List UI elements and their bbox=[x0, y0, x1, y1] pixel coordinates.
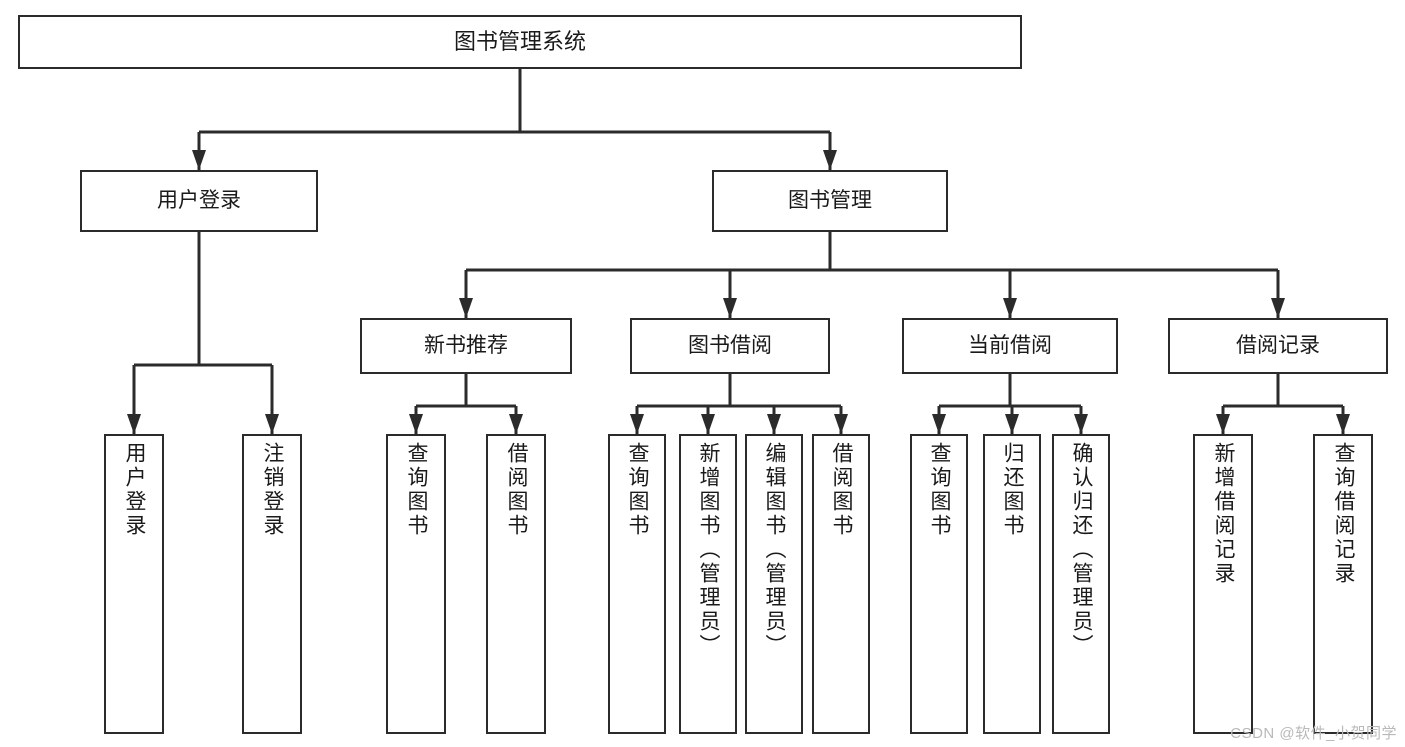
node-bookmgmt[interactable]: 图书管理 bbox=[712, 170, 948, 232]
node-label: 查询图书 bbox=[928, 442, 952, 538]
arrowhead-icon bbox=[723, 298, 737, 318]
node-label: 图书借阅 bbox=[688, 333, 772, 357]
arrowhead-icon bbox=[192, 150, 206, 170]
node-label: 归还图书 bbox=[1001, 442, 1025, 538]
node-leaf-new-2[interactable]: 借阅图书 bbox=[486, 434, 546, 734]
node-borrow[interactable]: 图书借阅 bbox=[630, 318, 830, 374]
arrowhead-icon bbox=[1271, 298, 1285, 318]
node-leaf-cur-2[interactable]: 归还图书 bbox=[983, 434, 1041, 734]
node-leaf-bor-1[interactable]: 查询图书 bbox=[608, 434, 666, 734]
arrowhead-icon bbox=[409, 414, 423, 434]
node-label: 借阅图书 bbox=[830, 442, 854, 538]
node-leaf-bor-4[interactable]: 借阅图书 bbox=[812, 434, 870, 734]
node-leaf-login-2[interactable]: 注销登录 bbox=[242, 434, 302, 734]
node-leaf-rec-1[interactable]: 新增借阅记录 bbox=[1193, 434, 1253, 734]
arrowhead-icon bbox=[459, 298, 473, 318]
node-newbook[interactable]: 新书推荐 bbox=[360, 318, 572, 374]
arrowhead-icon bbox=[1216, 414, 1230, 434]
node-label: 编辑图书（管理员） bbox=[763, 442, 787, 658]
node-label: 借阅记录 bbox=[1236, 333, 1320, 357]
node-label: 用户登录 bbox=[123, 442, 147, 538]
arrowhead-icon bbox=[1336, 414, 1350, 434]
node-label: 查询图书 bbox=[626, 442, 650, 538]
node-leaf-bor-2[interactable]: 新增图书（管理员） bbox=[679, 434, 737, 734]
node-leaf-cur-3[interactable]: 确认归还（管理员） bbox=[1052, 434, 1110, 734]
node-label: 借阅图书 bbox=[505, 442, 529, 538]
node-label: 查询借阅记录 bbox=[1332, 442, 1356, 586]
node-label: 查询图书 bbox=[405, 442, 429, 538]
node-records[interactable]: 借阅记录 bbox=[1168, 318, 1388, 374]
node-leaf-rec-2[interactable]: 查询借阅记录 bbox=[1313, 434, 1373, 734]
node-leaf-login-1[interactable]: 用户登录 bbox=[104, 434, 164, 734]
node-label: 新增借阅记录 bbox=[1212, 442, 1236, 586]
node-label: 图书管理系统 bbox=[453, 29, 586, 55]
arrowhead-icon bbox=[1005, 414, 1019, 434]
arrowhead-icon bbox=[834, 414, 848, 434]
node-label: 注销登录 bbox=[261, 442, 285, 538]
arrowhead-icon bbox=[823, 150, 837, 170]
arrowhead-icon bbox=[701, 414, 715, 434]
arrowhead-icon bbox=[265, 414, 279, 434]
arrowhead-icon bbox=[767, 414, 781, 434]
node-label: 新增图书（管理员） bbox=[697, 442, 721, 658]
watermark: CSDN @软件_小贺同学 bbox=[1230, 725, 1397, 742]
node-label: 确认归还（管理员） bbox=[1070, 442, 1094, 658]
arrowhead-icon bbox=[932, 414, 946, 434]
arrowhead-icon bbox=[1074, 414, 1088, 434]
arrowhead-icon bbox=[1003, 298, 1017, 318]
node-leaf-bor-3[interactable]: 编辑图书（管理员） bbox=[745, 434, 803, 734]
arrowhead-icon bbox=[630, 414, 644, 434]
node-label: 当前借阅 bbox=[968, 333, 1052, 357]
node-leaf-cur-1[interactable]: 查询图书 bbox=[910, 434, 968, 734]
arrowhead-icon bbox=[127, 414, 141, 434]
node-label: 图书管理 bbox=[788, 188, 872, 212]
node-login[interactable]: 用户登录 bbox=[80, 170, 318, 232]
node-root[interactable]: 图书管理系统 bbox=[18, 15, 1022, 69]
node-leaf-new-1[interactable]: 查询图书 bbox=[386, 434, 446, 734]
node-label: 新书推荐 bbox=[424, 333, 508, 357]
node-label: 用户登录 bbox=[157, 188, 241, 212]
node-current[interactable]: 当前借阅 bbox=[902, 318, 1118, 374]
arrowhead-icon bbox=[509, 414, 523, 434]
